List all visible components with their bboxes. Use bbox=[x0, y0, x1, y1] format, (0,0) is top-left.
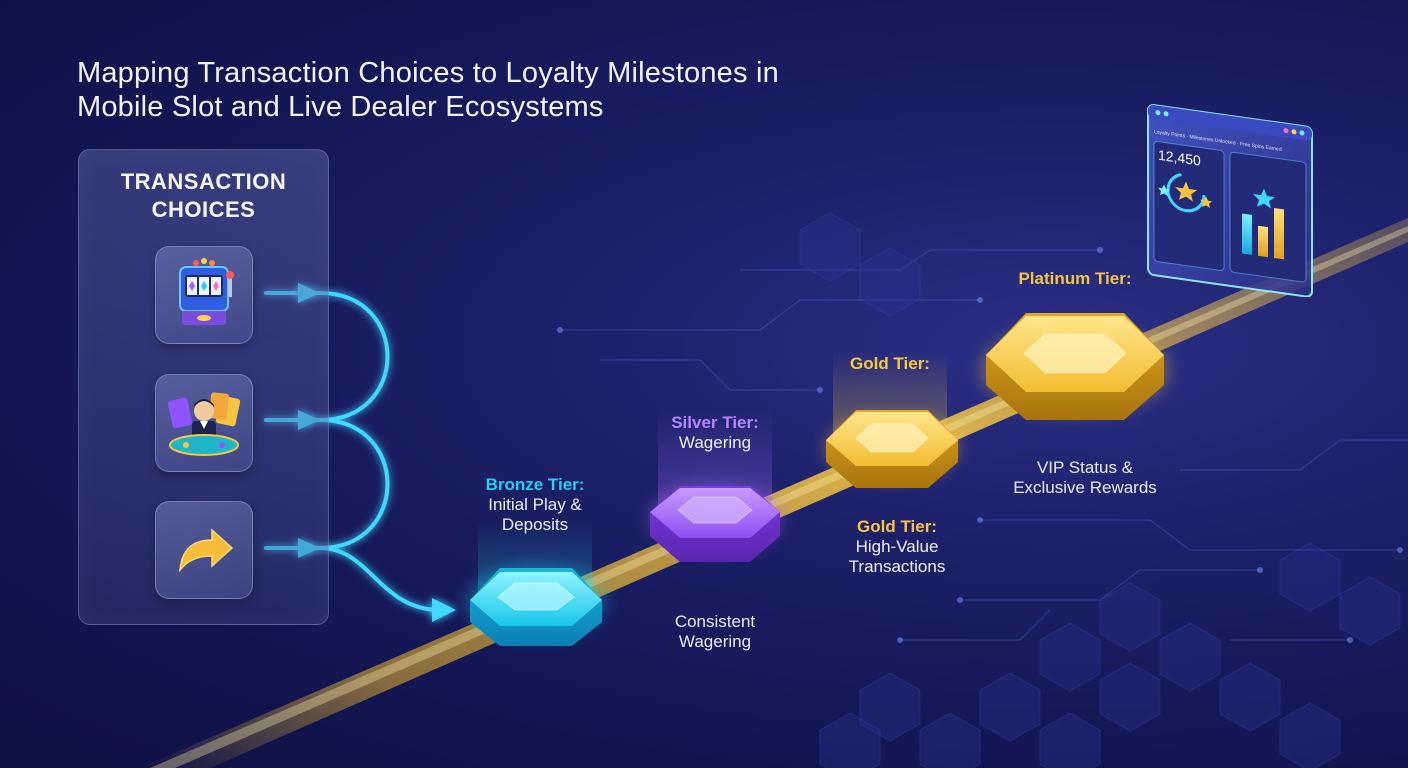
platinum-platform[interactable] bbox=[980, 313, 1170, 420]
curved-arrow-icon bbox=[179, 528, 234, 573]
connector-arrowheads bbox=[298, 283, 456, 622]
slot-machine-icon bbox=[179, 258, 234, 325]
bronze-platform[interactable] bbox=[466, 567, 606, 646]
choice-curved-arrow[interactable] bbox=[155, 501, 253, 599]
transaction-choices-panel: TRANSACTION CHOICES bbox=[78, 149, 329, 625]
gold-tier-desc-2: Transactions bbox=[848, 557, 946, 576]
loyalty-dashboard[interactable]: Loyalty Points · Milestones Unlocked · F… bbox=[1146, 102, 1316, 297]
star-icon bbox=[1175, 181, 1197, 202]
silver-tier-desc: Wagering bbox=[678, 433, 752, 452]
platinum-tier-name: Platinum Tier: bbox=[1018, 269, 1132, 288]
silver-tier-label: Silver Tier: Wagering bbox=[640, 413, 790, 453]
silver-caption-line-2: Wagering bbox=[678, 632, 752, 651]
silver-tier-caption: Consistent Wagering bbox=[640, 612, 790, 652]
gold-tier-name: Gold Tier: bbox=[850, 354, 930, 373]
bronze-tier-desc-2: Deposits bbox=[501, 515, 569, 534]
gold-tier-detail: Gold Tier: High-Value Transactions bbox=[812, 517, 982, 577]
platinum-caption-line-1: VIP Status & bbox=[1036, 458, 1134, 477]
circuit-lines bbox=[560, 249, 1408, 641]
page-title: Mapping Transaction Choices to Loyalty M… bbox=[77, 56, 937, 124]
circuit-nodes bbox=[557, 247, 1403, 643]
gold-tier-desc-1: High-Value bbox=[855, 537, 939, 556]
gold-platform[interactable] bbox=[824, 410, 960, 488]
bronze-tier-desc-1: Initial Play & bbox=[488, 495, 582, 514]
bronze-tier-name: Bronze Tier: bbox=[485, 475, 585, 494]
star-icon-2 bbox=[1253, 188, 1275, 209]
gold-tier-name-2: Gold Tier: bbox=[857, 517, 937, 536]
silver-tier-name: Silver Tier: bbox=[671, 413, 759, 432]
page-title-line-2: Mobile Slot and Live Dealer Ecosystems bbox=[77, 91, 604, 123]
gold-tier-label: Gold Tier: bbox=[815, 354, 965, 374]
platinum-tier-caption: VIP Status & Exclusive Rewards bbox=[995, 458, 1175, 498]
bronze-tier-label: Bronze Tier: Initial Play & Deposits bbox=[460, 475, 610, 535]
silver-caption-line-1: Consistent bbox=[674, 612, 756, 631]
platinum-tier-label: Platinum Tier: bbox=[995, 269, 1155, 289]
platinum-caption-line-2: Exclusive Rewards bbox=[1013, 478, 1157, 497]
hex-pattern bbox=[799, 212, 1401, 768]
choice-live-dealer[interactable] bbox=[155, 374, 253, 472]
dashboard-points-value: 12,450 bbox=[1158, 147, 1201, 169]
progression-path-highlight bbox=[150, 226, 1408, 768]
live-dealer-icon bbox=[167, 392, 241, 456]
panel-title-line-1: TRANSACTION bbox=[120, 169, 287, 194]
progression-path bbox=[140, 218, 1408, 768]
choice-slot-machine[interactable] bbox=[155, 246, 253, 344]
page-title-line-1: Mapping Transaction Choices to Loyalty M… bbox=[77, 57, 779, 89]
silver-platform[interactable] bbox=[647, 484, 783, 562]
panel-title-line-2: CHOICES bbox=[151, 197, 256, 222]
connector-lines bbox=[264, 291, 442, 612]
panel-title: TRANSACTION CHOICES bbox=[79, 168, 328, 224]
